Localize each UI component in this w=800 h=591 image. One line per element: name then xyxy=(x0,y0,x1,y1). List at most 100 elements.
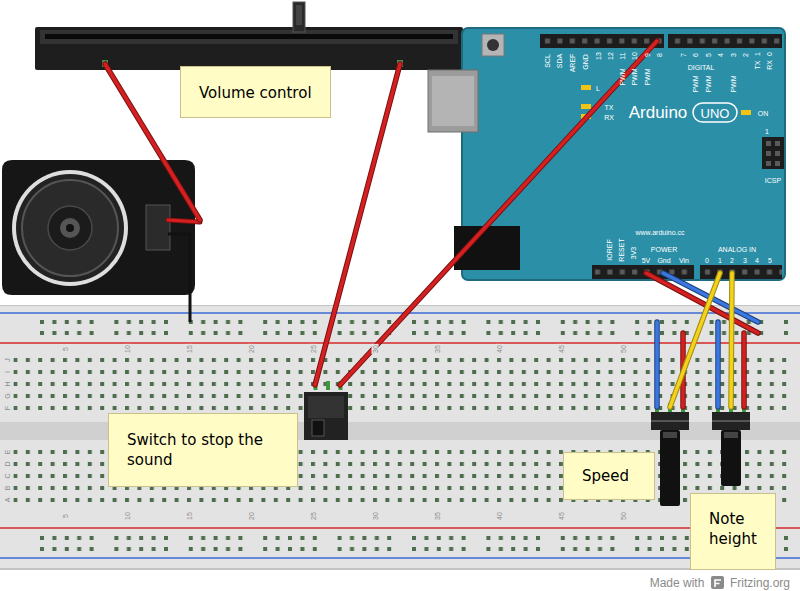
note-text: Speed xyxy=(582,466,629,486)
board-label: UNO xyxy=(701,106,730,119)
board-label: GND xyxy=(582,54,589,70)
column-number: 20 xyxy=(248,344,255,354)
board-label: 1 xyxy=(754,52,761,56)
board-label: ON xyxy=(758,110,769,117)
row-letter: A xyxy=(4,497,11,504)
column-number: 15 xyxy=(186,344,193,354)
column-number: 15 xyxy=(186,511,193,521)
board-label: 4 xyxy=(755,257,759,264)
board-label: ANALOG IN xyxy=(718,246,756,253)
board-label: POWER xyxy=(651,246,677,253)
board-label: PWM xyxy=(631,68,638,85)
slide-potentiometer xyxy=(35,2,463,70)
board-label: 5 xyxy=(768,257,772,264)
speaker xyxy=(2,160,200,322)
column-number: 45 xyxy=(558,344,565,354)
board-label: AREF xyxy=(569,54,576,73)
board-label: RESET xyxy=(618,238,625,261)
rotary-potentiometers xyxy=(651,403,750,506)
board-label: 8 xyxy=(656,53,663,57)
board-label: www.arduino.cc xyxy=(635,229,684,236)
column-number: 30 xyxy=(372,344,379,354)
row-letter: I xyxy=(4,370,11,374)
slide-switch xyxy=(304,381,348,440)
column-number: 40 xyxy=(496,344,503,354)
board-label: ICSP xyxy=(765,177,781,184)
board-label: SCL xyxy=(544,54,551,68)
board-label: RX xyxy=(766,60,773,70)
board-label: L xyxy=(596,85,600,92)
note-text: Volume control xyxy=(199,83,312,103)
board-label: TX xyxy=(605,104,614,111)
column-number: 40 xyxy=(496,511,503,521)
board-label: DIGITAL xyxy=(688,64,715,71)
board-label: 5 xyxy=(705,53,712,57)
column-number: 50 xyxy=(620,511,627,521)
board-label: 2 xyxy=(742,53,749,57)
fritzing-icon xyxy=(711,576,724,589)
board-label: Gnd xyxy=(657,257,670,264)
board-label: SDA xyxy=(556,54,563,68)
column-number: 5 xyxy=(62,513,69,519)
board-label: 9 xyxy=(644,53,651,57)
breadboard xyxy=(0,305,800,570)
note-box: Volume control xyxy=(180,66,331,118)
board-label: RX xyxy=(604,114,614,121)
column-number: 25 xyxy=(310,511,317,521)
board-label: Arduino xyxy=(629,104,688,121)
note-box: Note height xyxy=(690,493,776,570)
board-label: 1 xyxy=(765,128,769,135)
board-label: PWM xyxy=(692,75,699,92)
watermark: Fritzing.org xyxy=(730,577,790,589)
row-letter: C xyxy=(4,472,11,479)
board-label: PWM xyxy=(705,75,712,92)
column-number: 30 xyxy=(372,511,379,521)
board-label: 11 xyxy=(619,52,626,59)
watermark: Made with xyxy=(650,577,705,589)
note-box: Speed xyxy=(563,452,655,500)
board-label: 6 xyxy=(692,53,699,57)
column-number: 10 xyxy=(124,511,131,521)
column-number: 25 xyxy=(310,344,317,354)
wires xyxy=(105,41,758,407)
column-number: 35 xyxy=(434,344,441,354)
board-label: 5V xyxy=(642,257,651,264)
row-letter: D xyxy=(4,460,11,467)
board-label: 2 xyxy=(730,257,734,264)
column-number: 5 xyxy=(62,346,69,352)
column-number: 50 xyxy=(620,344,627,354)
board-label: 7 xyxy=(680,53,687,57)
column-number: 10 xyxy=(124,344,131,354)
board-label: 3 xyxy=(730,53,737,57)
row-letter: F xyxy=(4,405,11,411)
board-label: 0 xyxy=(766,52,773,56)
column-number: 20 xyxy=(248,511,255,521)
board-label: 10 xyxy=(631,52,638,60)
row-letter: J xyxy=(4,357,11,363)
column-number: 35 xyxy=(434,511,441,521)
board-label: 0 xyxy=(705,257,709,264)
row-letter: E xyxy=(4,449,11,456)
column-number: 45 xyxy=(558,511,565,521)
note-text: Note height xyxy=(709,509,757,549)
board-label: TX xyxy=(754,61,761,70)
board-label: IOREF xyxy=(606,239,613,260)
board-label: 1 xyxy=(718,257,722,264)
board-label: 4 xyxy=(717,53,724,57)
board-label: PWM xyxy=(730,75,737,92)
note-text: Switch to stop the sound xyxy=(127,430,279,470)
row-letter: H xyxy=(4,380,11,387)
board-label: 3V3 xyxy=(630,247,637,259)
note-box: Switch to stop the sound xyxy=(108,413,298,487)
board-label: 13 xyxy=(595,52,602,60)
board-label: PWM xyxy=(619,68,626,85)
row-letter: B xyxy=(4,485,11,492)
row-letter: G xyxy=(4,392,11,399)
board-label: 12 xyxy=(607,52,614,60)
board-label: PWM xyxy=(644,68,651,85)
board-label: 3 xyxy=(743,257,747,264)
arduino-uno xyxy=(428,28,785,280)
board-label: Vin xyxy=(679,257,689,264)
